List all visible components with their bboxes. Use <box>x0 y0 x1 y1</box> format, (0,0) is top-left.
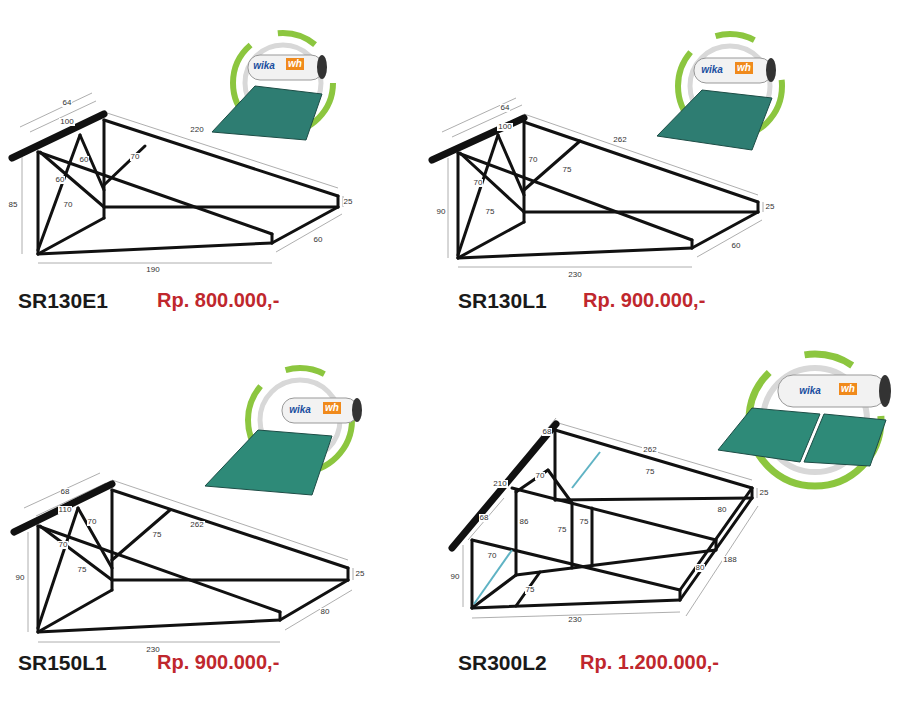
model-name: SR130L1 <box>458 290 547 311</box>
dimension-label: 68 <box>542 428 553 436</box>
dimension-label: 75 <box>77 566 88 574</box>
dimension-label: 60 <box>313 236 324 244</box>
logo-text: wika <box>701 65 723 75</box>
price-label: Rp. 900.000,- <box>583 290 705 310</box>
dimension-label: 25 <box>765 203 776 211</box>
model-name: SR130E1 <box>18 290 108 311</box>
dimension-label: 70 <box>528 156 539 164</box>
logo-text: wika <box>289 405 311 415</box>
dimension-label: 100 <box>497 123 512 131</box>
dimension-label: 75 <box>579 518 590 526</box>
dimension-label: 70 <box>473 179 484 187</box>
dimension-label: 75 <box>152 531 163 539</box>
dimension-label: 80 <box>717 506 728 514</box>
dimension-label: 70 <box>87 518 98 526</box>
logo-text: wika <box>799 386 821 396</box>
dimension-label: 60 <box>55 176 66 184</box>
dimension-label: 220 <box>189 126 204 134</box>
price-label: Rp. 800.000,- <box>157 290 279 310</box>
dimension-label: 75 <box>525 586 536 594</box>
dimension-label: 80 <box>320 608 331 616</box>
logo-text: wh <box>735 62 753 74</box>
dimension-label: 25 <box>343 198 354 206</box>
dimension-label: 190 <box>145 266 160 274</box>
price-label: Rp. 900.000,- <box>157 652 279 672</box>
dimension-label: 188 <box>722 556 737 564</box>
dimension-label: 25 <box>759 489 770 497</box>
dimension-label: 85 <box>8 201 19 209</box>
dimension-label: 230 <box>567 616 582 624</box>
dimension-label: 110 <box>58 506 73 514</box>
dimension-label: 210 <box>492 480 507 488</box>
dimension-label: 75 <box>557 526 568 534</box>
dimension-label: 70 <box>63 201 74 209</box>
dimension-label: 262 <box>612 136 627 144</box>
dimension-label: 70 <box>535 472 546 480</box>
dimension-label: 100 <box>59 118 74 126</box>
dimension-label: 68 <box>479 514 490 522</box>
dimension-label: 60 <box>79 156 90 164</box>
dimension-label: 60 <box>731 242 742 250</box>
dimension-label: 90 <box>450 573 461 581</box>
dimension-label: 75 <box>485 208 496 216</box>
dimension-label: 70 <box>130 153 141 161</box>
dimension-label: 80 <box>695 564 706 572</box>
dimension-label: 25 <box>355 570 366 578</box>
dimension-label: 64 <box>500 104 511 112</box>
model-name: SR150L1 <box>18 652 107 673</box>
dimension-label: 75 <box>562 166 573 174</box>
dimension-label: 90 <box>15 574 26 582</box>
logo-text: wh <box>323 402 341 414</box>
dimension-label: 68 <box>60 488 71 496</box>
dimension-label: 90 <box>436 208 447 216</box>
dimension-label: 75 <box>645 468 656 476</box>
dimension-label: 86 <box>519 518 530 526</box>
logo-text: wika <box>253 61 275 71</box>
logo-text: wh <box>286 58 304 70</box>
dimension-label: 64 <box>62 99 73 107</box>
dimension-label: 70 <box>58 541 69 549</box>
dimension-label: 262 <box>642 446 657 454</box>
dimension-label: 262 <box>189 521 204 529</box>
model-name: SR300L2 <box>458 652 547 673</box>
logo-text: wh <box>839 383 857 395</box>
price-label: Rp. 1.200.000,- <box>580 652 719 672</box>
dimension-label: 70 <box>487 552 498 560</box>
dimension-label: 230 <box>567 271 582 279</box>
